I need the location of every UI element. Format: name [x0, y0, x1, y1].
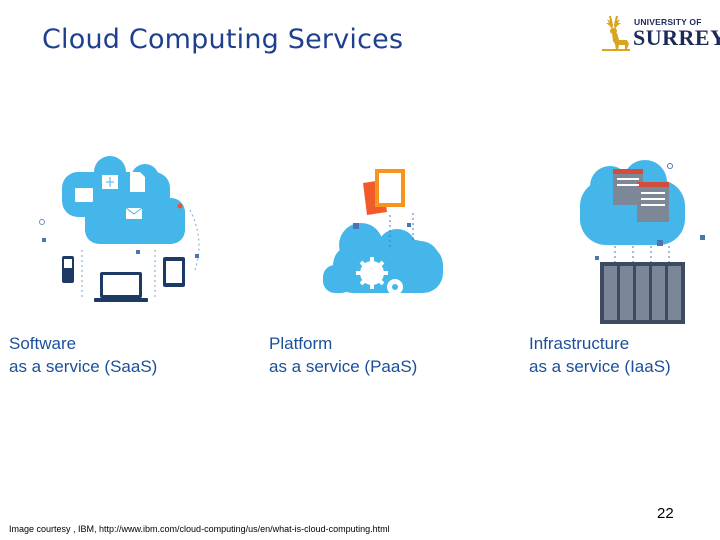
stag-icon	[602, 16, 630, 51]
saas-title: Software	[9, 334, 77, 353]
university-logo: UNIVERSITY OF SURREY	[600, 14, 720, 54]
iaas-subtitle: as a service (IaaS)	[529, 357, 671, 376]
saas-caption: Software as a service (SaaS)	[9, 332, 157, 378]
paas-title: Platform	[269, 334, 333, 353]
page-number: 22	[657, 505, 674, 522]
paas-subtitle: as a service (PaaS)	[269, 357, 418, 376]
logo-line-2: SURREY	[633, 25, 720, 50]
iaas-title: Infrastructure	[529, 334, 630, 353]
slide-title: Cloud Computing Services	[42, 24, 404, 55]
paas-cloud-gears-icon	[323, 169, 443, 295]
saas-cloud-devices-icon	[39, 156, 200, 302]
iaas-caption: Infrastructure as a service (IaaS)	[529, 332, 671, 378]
image-credit: Image courtesy , IBM, http://www.ibm.com…	[9, 524, 390, 534]
iaas-cloud-servers-icon	[580, 160, 705, 324]
logo-line-1: UNIVERSITY OF	[634, 17, 702, 27]
paas-caption: Platform as a service (PaaS)	[269, 332, 417, 378]
saas-subtitle: as a service (SaaS)	[9, 357, 158, 376]
